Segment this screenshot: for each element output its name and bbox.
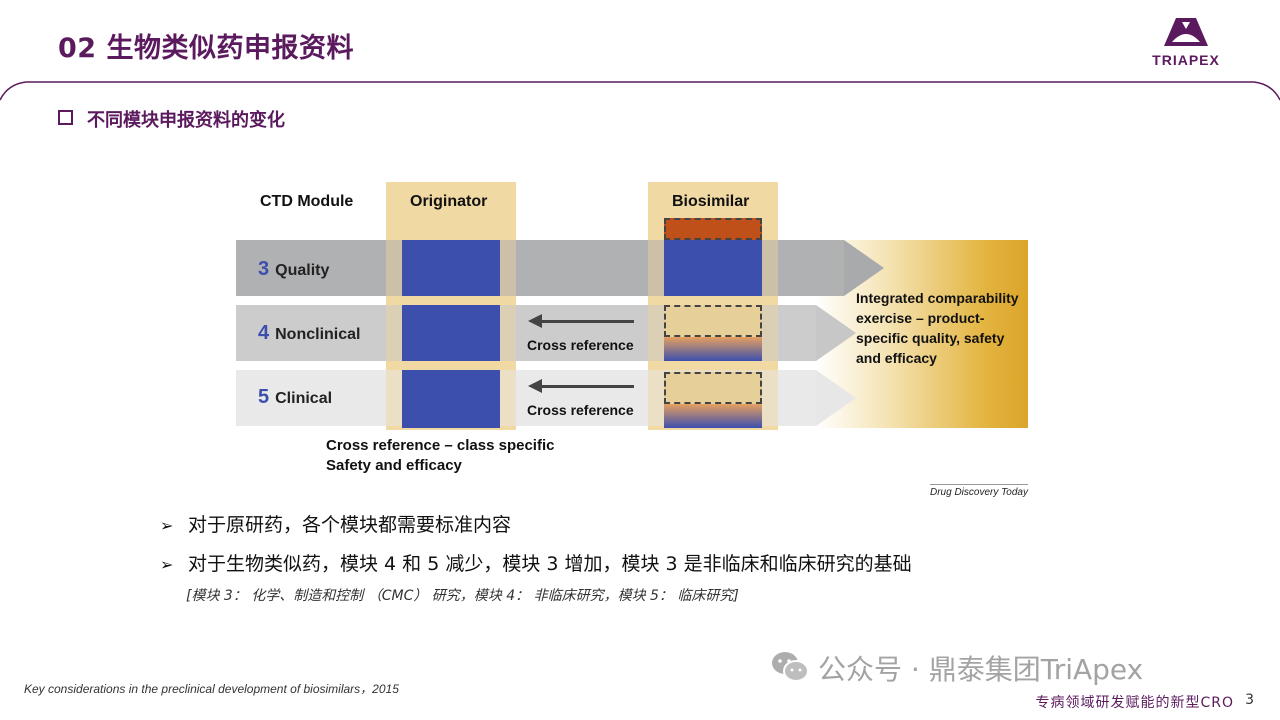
module-note: [模块 3： 化学、制造和控制 （CMC） 研究，模块 4： 非临床研究，模块 … <box>186 588 739 604</box>
class-specific-text: Cross reference – class specific Safety … <box>326 436 554 476</box>
integrated-comparability-text: Integrated comparability exercise – prod… <box>856 290 1019 366</box>
bullet-list: ➢ 对于原研药，各个模块都需要标准内容 ➢ 对于生物类似药，模块 4 和 5 减少，… <box>160 510 912 588</box>
col-head-ctd-module: CTD Module <box>260 193 354 210</box>
header-frame-line <box>0 81 1280 101</box>
row-num: 4 <box>258 322 270 344</box>
page-number: 3 <box>1245 692 1254 708</box>
row-label-quality: 3 Quality <box>258 258 329 281</box>
row-num: 5 <box>258 386 270 408</box>
footer-reference: Key considerations in the preclinical de… <box>24 682 399 696</box>
biosimilar-clinical-fade <box>664 404 762 428</box>
bullet-text: 对于生物类似药，模块 4 和 5 减少，模块 3 增加，模块 3 是非临床和临床… <box>188 553 912 575</box>
cross-reference-arrow-nonclinical <box>528 314 634 328</box>
bullet-item: ➢ 对于原研药，各个模块都需要标准内容 <box>160 510 912 537</box>
cross-reference-label-nonclinical: Cross reference <box>527 337 634 353</box>
biosimilar-block-quality <box>664 240 762 296</box>
originator-block-nonclinical <box>402 305 500 361</box>
biosimilar-reduced-clinical <box>664 372 762 404</box>
arrow-bullet-icon: ➢ <box>160 516 174 535</box>
section-heading: 不同模块申报资料的变化 <box>58 106 285 132</box>
square-bullet-icon <box>58 110 73 125</box>
cross-reference-arrow-clinical <box>528 379 634 393</box>
col-head-originator: Originator <box>410 193 488 210</box>
row-num: 3 <box>258 258 270 280</box>
logo-text: TRIAPEX <box>1152 52 1220 68</box>
row-text: Nonclinical <box>275 326 361 343</box>
row-label-clinical: 5 Clinical <box>258 386 332 409</box>
biosimilar-extra-quality <box>664 218 762 240</box>
class-specific-line2: Safety and efficacy <box>326 457 462 474</box>
footer-slogan: 专病领域研发赋能的新型CRO <box>1035 695 1234 711</box>
originator-block-clinical <box>402 370 500 428</box>
row-text: Quality <box>275 262 330 279</box>
bullet-item: ➢ 对于生物类似药，模块 4 和 5 减少，模块 3 增加，模块 3 是非临床和临… <box>160 549 912 576</box>
slide-title: 02 生物类似药申报资料 <box>58 33 354 64</box>
biosimilar-reduced-nonclinical <box>664 305 762 337</box>
section-heading-text: 不同模块申报资料的变化 <box>87 110 285 131</box>
triapex-logo: TRIAPEX <box>1140 16 1232 72</box>
ctd-module-figure: CTD Module Originator Biosimilar 3 Qualit… <box>236 180 1028 500</box>
wechat-icon <box>772 652 809 682</box>
class-specific-line1: Cross reference – class specific <box>326 437 555 454</box>
col-head-biosimilar: Biosimilar <box>672 193 750 210</box>
wechat-watermark: 公众号 · 鼎泰集团TriApex <box>770 648 1143 688</box>
band-quality-tip <box>844 240 884 296</box>
bullet-text: 对于原研药，各个模块都需要标准内容 <box>188 514 512 536</box>
triapex-logo-icon <box>1164 18 1208 46</box>
watermark-text: 公众号 · 鼎泰集团TriApex <box>818 653 1144 686</box>
biosimilar-nonclinical-fade <box>664 337 762 361</box>
band-nonclinical-tip <box>816 305 856 361</box>
row-label-nonclinical: 4 Nonclinical <box>258 322 360 345</box>
band-clinical-tip <box>816 370 856 426</box>
row-text: Clinical <box>275 390 333 407</box>
originator-block-quality <box>402 240 500 296</box>
cross-reference-label-clinical: Cross reference <box>527 402 634 418</box>
arrow-bullet-icon: ➢ <box>160 555 174 574</box>
figure-credit: Drug Discovery Today <box>929 484 1028 498</box>
